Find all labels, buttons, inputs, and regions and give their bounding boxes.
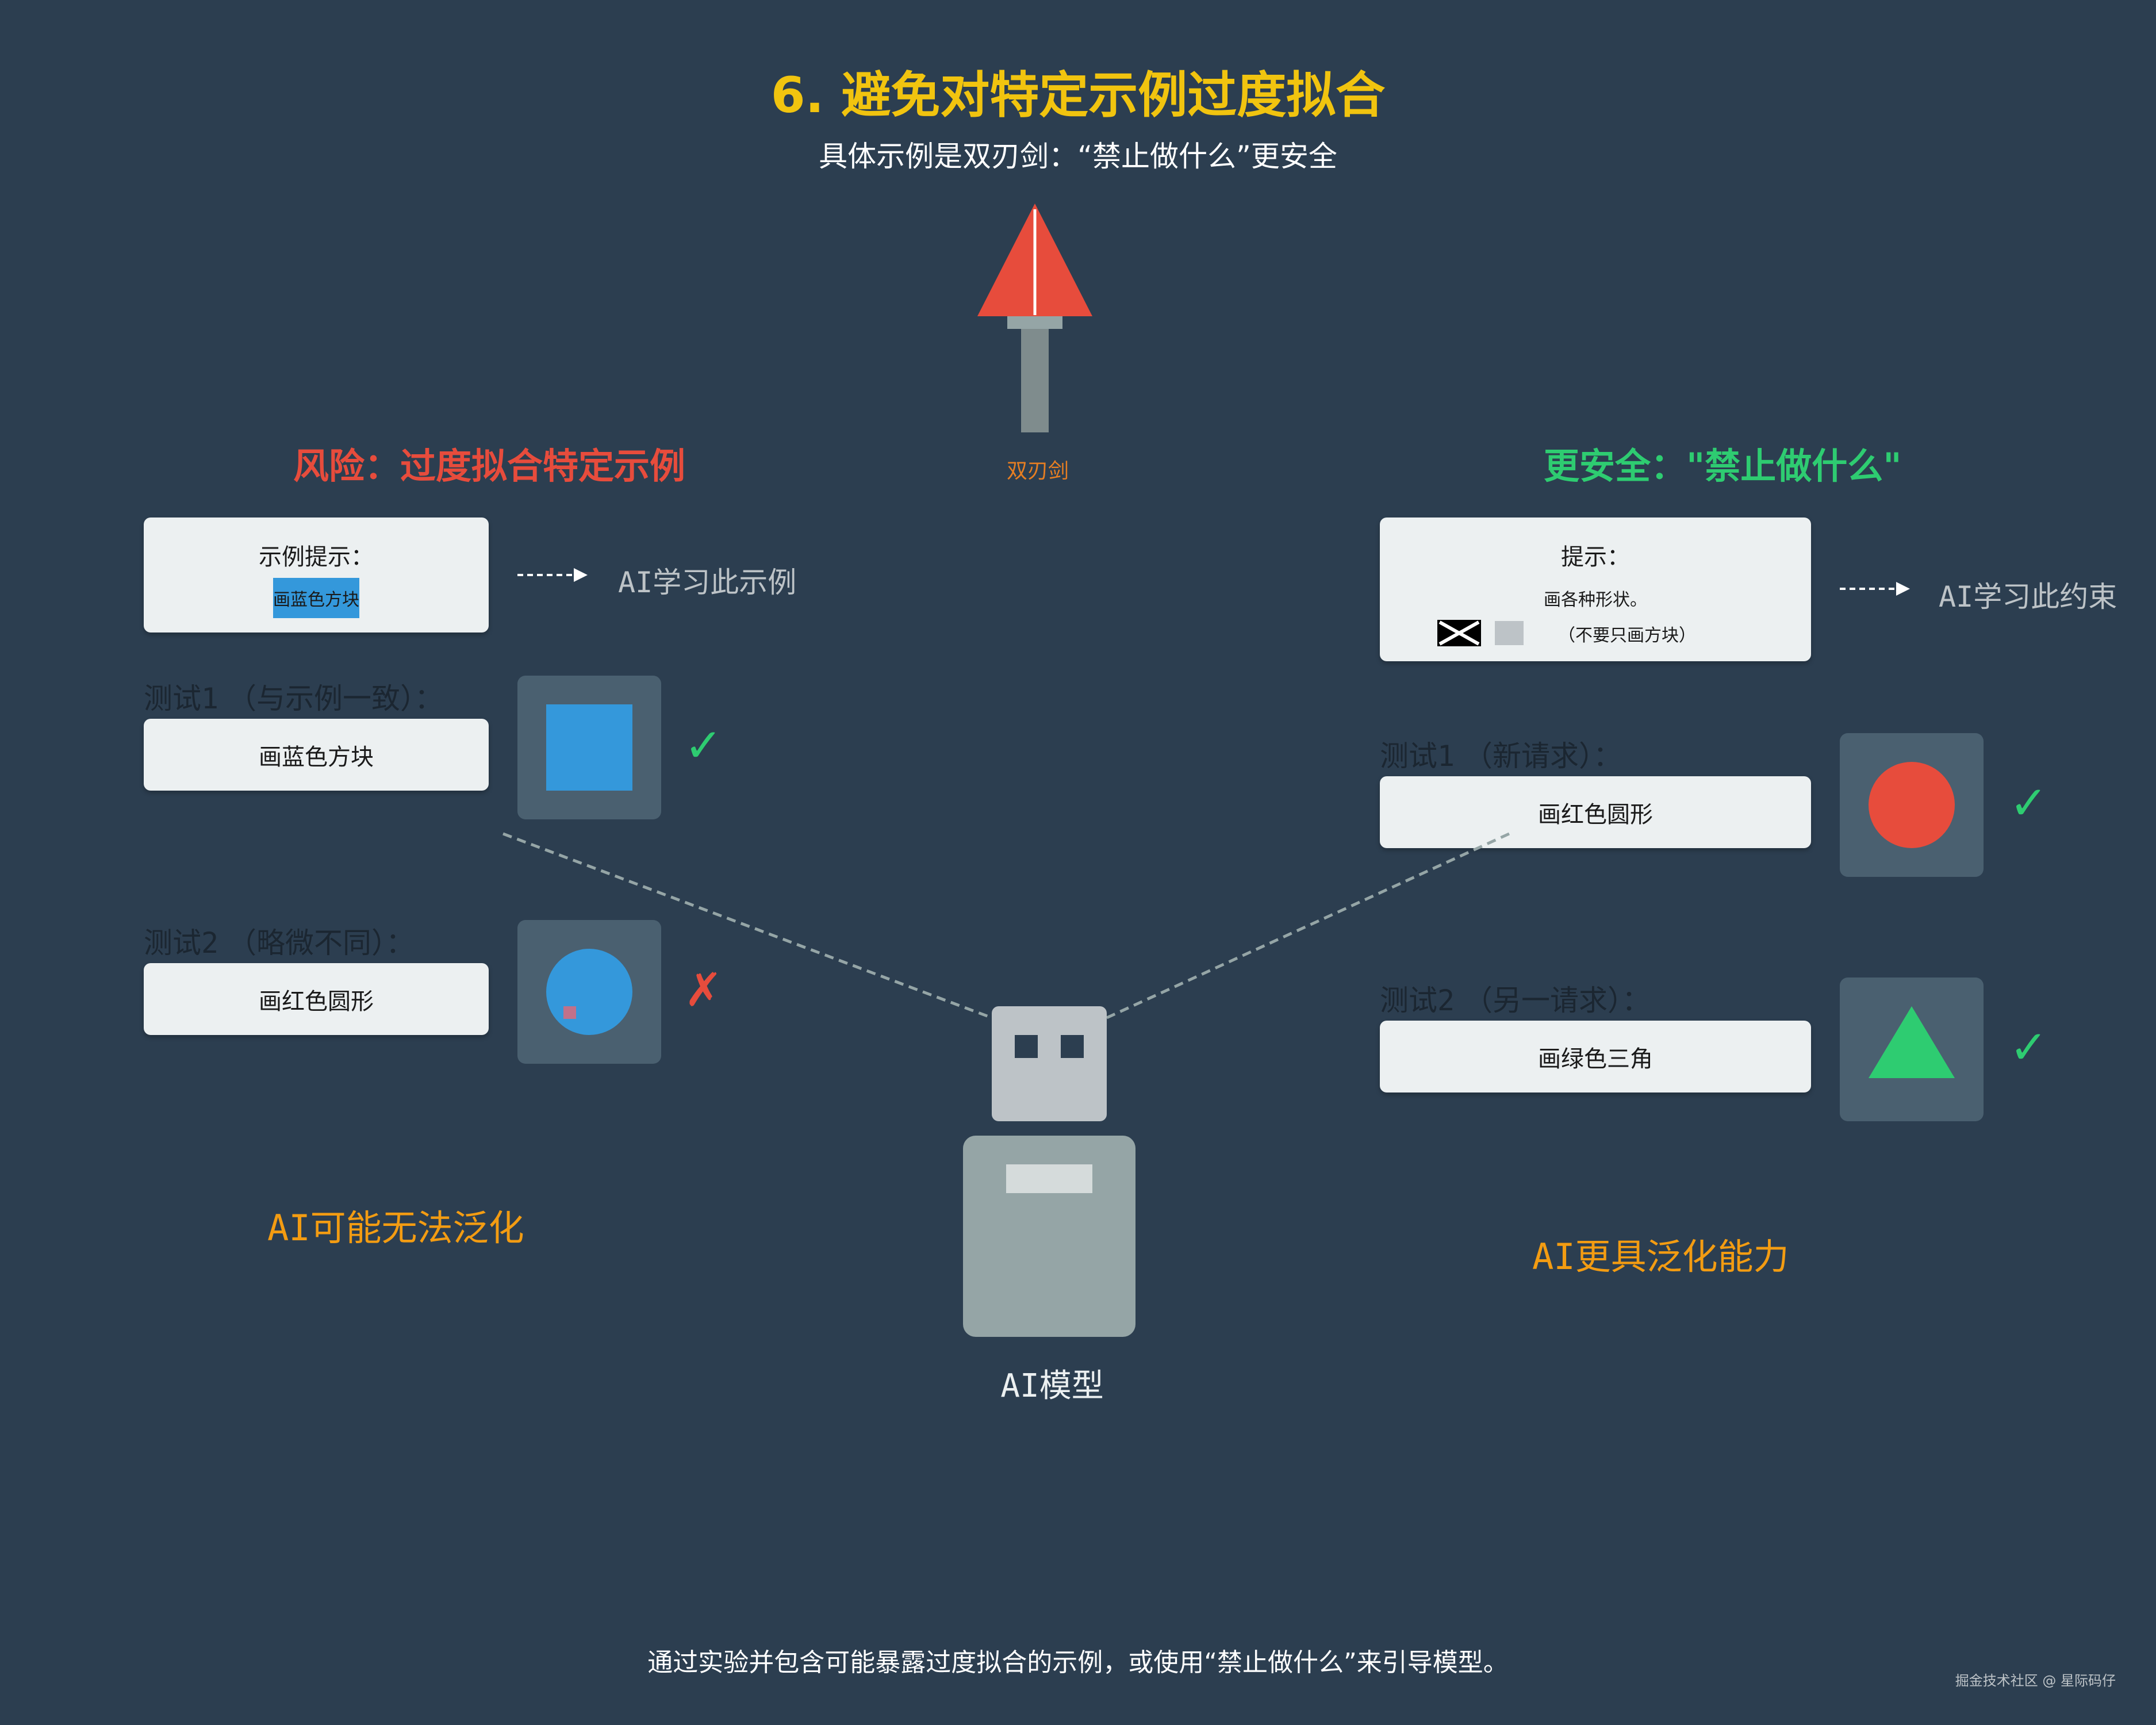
page-title: 6. 避免对特定示例过度拟合 [770, 67, 1386, 124]
left-test-1-output [517, 676, 661, 819]
credit-text: 掘金技术社区 @ 星际码仔 [1955, 1673, 2116, 1689]
right-test-2-prompt: 画绿色三角 [1380, 1021, 1811, 1092]
blue-square-icon [546, 704, 632, 791]
constraint-prompt-line1: 画各种形状。 [1544, 590, 1647, 610]
left-conclusion: AI可能无法泛化 [267, 1207, 524, 1249]
example-prompt-card: 示例提示： 画蓝色方块 [144, 518, 489, 632]
left-test-2-label: 测试2 （略微不同）： [144, 926, 415, 960]
page-subtitle: 具体示例是双刃剑：“禁止做什么”更安全 [819, 140, 1337, 173]
dashed-arrow-icon [517, 568, 588, 582]
example-prompt-title: 示例提示： [259, 544, 374, 570]
right-test-2-label: 测试2 （另一请求）： [1380, 984, 1651, 1017]
right-conclusion: AI更具泛化能力 [1532, 1236, 1789, 1278]
gray-square-icon [1495, 621, 1524, 645]
constraint-prompt-card: 提示： 画各种形状。 （不要只画方块） [1380, 518, 1811, 661]
safe-heading: 更安全："禁止做什么" [1544, 445, 1902, 487]
red-circle-icon [1869, 762, 1955, 848]
sword-icon [977, 204, 1092, 432]
check-mark-icon: ✓ [2009, 776, 2048, 830]
cross-mark-icon: ✗ [684, 963, 723, 1017]
dashed-arrow-icon [1840, 582, 1910, 596]
left-flow-text: AI学习此示例 [618, 566, 797, 599]
left-test-1-label: 测试1 （与示例一致）： [144, 682, 444, 715]
right-test-1-label: 测试1 （新请求）： [1380, 739, 1622, 773]
footer-text: 通过实验并包含可能暴露过度拟合的示例，或使用“禁止做什么”来引导模型。 [647, 1648, 1509, 1677]
left-test-2-output [517, 920, 661, 1064]
green-triangle-icon [1869, 1006, 1955, 1078]
crossed-box-icon [1437, 620, 1481, 646]
constraint-prompt-title: 提示： [1561, 544, 1630, 570]
right-test-1-prompt: 画红色圆形 [1380, 776, 1811, 848]
example-prompt-tag: 画蓝色方块 [273, 578, 359, 618]
check-mark-icon: ✓ [684, 719, 723, 772]
left-test-2-prompt: 画红色圆形 [144, 963, 489, 1035]
robot-label: AI模型 [1000, 1367, 1104, 1405]
blue-circle-icon [546, 949, 632, 1035]
check-mark-icon: ✓ [2009, 1021, 2048, 1074]
constraint-prompt-line2: （不要只画方块） [1558, 626, 1696, 646]
left-test-1-prompt: 画蓝色方块 [144, 719, 489, 791]
sword-label: 双刃剑 [1006, 459, 1069, 483]
risk-heading: 风险：过度拟合特定示例 [293, 445, 686, 487]
right-test-2-output [1840, 977, 1984, 1121]
right-test-1-output [1840, 733, 1984, 877]
right-flow-text: AI学习此约束 [1939, 580, 2117, 614]
robot-icon [963, 1006, 1135, 1337]
